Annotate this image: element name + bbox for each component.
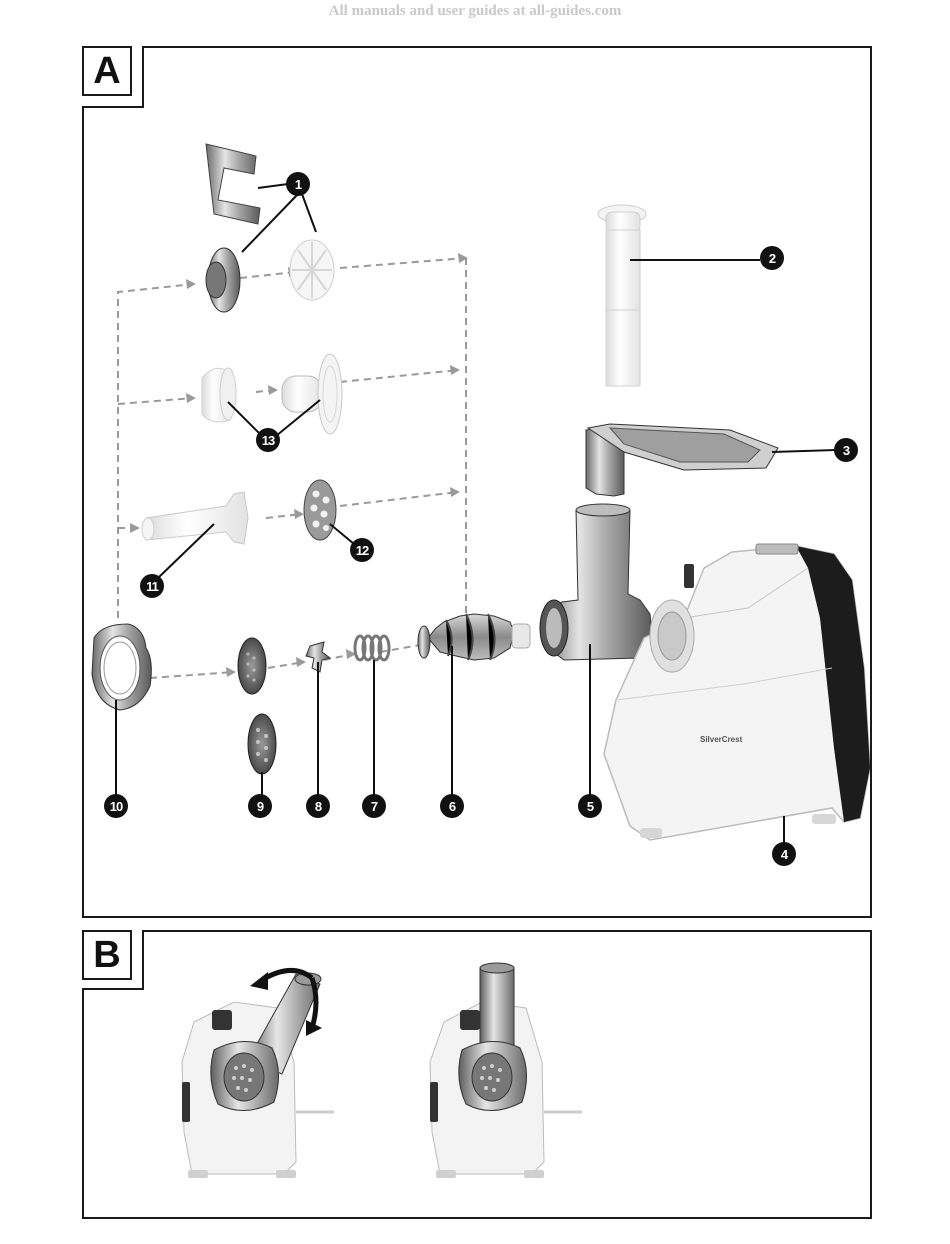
panel-a-label: A (82, 46, 132, 96)
callout-5: 5 (578, 794, 602, 818)
callout-7: 7 (362, 794, 386, 818)
callout-3: 3 (834, 438, 858, 462)
machine-upright-housing (429, 962, 582, 1178)
panel-b-label: B (82, 930, 132, 980)
panel-a-label-frame: A (82, 46, 144, 108)
callout-4: 4 (772, 842, 796, 866)
callout-13: 13 (256, 428, 280, 452)
exploded-view-illustration: SilverCrest (91, 143, 870, 844)
callout-12: 12 (350, 538, 374, 562)
callout-11: 11 (140, 574, 164, 598)
watermark-text: All manuals and user guides at all-guide… (328, 3, 622, 19)
brand-logo-text: SilverCrest (700, 735, 743, 744)
figure-panel-a: A (82, 46, 872, 918)
callout-9: 9 (248, 794, 272, 818)
figure-panel-b: B (82, 930, 872, 1219)
rotation-arrow-icon (250, 968, 322, 1036)
callout-8: 8 (306, 794, 330, 818)
callout-2: 2 (760, 246, 784, 270)
panel-b-label-frame: B (82, 930, 144, 990)
callout-1: 1 (286, 172, 310, 196)
machine-tilted-housing (181, 972, 334, 1178)
assembly-steps-illustration (181, 962, 582, 1178)
callout-6: 6 (440, 794, 464, 818)
callout-10: 10 (104, 794, 128, 818)
